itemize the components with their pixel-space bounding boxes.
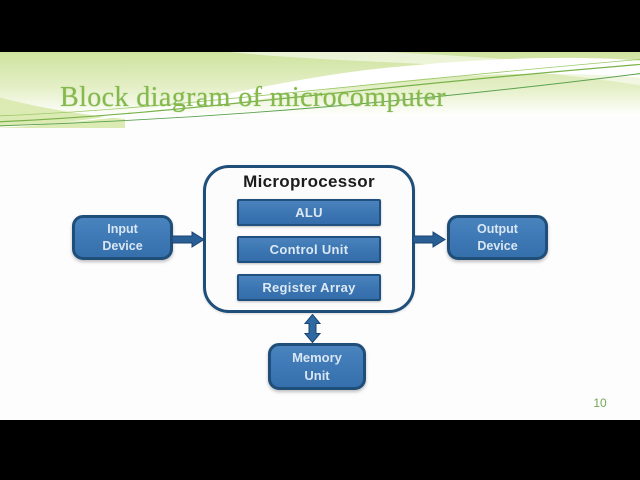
input-device-label-line1: Input	[107, 221, 138, 236]
output-device-label-line1: Output	[477, 221, 518, 236]
control-unit-box: Control Unit	[237, 236, 381, 263]
input-device-label-line2: Device	[102, 238, 143, 253]
memory-unit-label-line2: Unit	[304, 367, 330, 383]
page-number: 10	[593, 396, 607, 410]
letterbox-top	[0, 0, 640, 52]
header-swoosh-decoration	[0, 52, 640, 128]
letterbox-bottom	[0, 420, 640, 480]
output-arrow-right-icon	[413, 231, 446, 248]
slide: Block diagram of microcomputer Microproc…	[0, 52, 640, 420]
output-device-label-line2: Device	[477, 238, 518, 253]
output-device-box: Output Device	[447, 215, 548, 260]
alu-box: ALU	[237, 199, 381, 226]
input-device-box: Input Device	[72, 215, 173, 260]
control-unit-label: Control Unit	[269, 242, 349, 257]
slide-title: Block diagram of microcomputer	[60, 82, 446, 113]
register-array-label: Register Array	[262, 280, 356, 295]
memory-unit-label-line1: Memory	[292, 349, 342, 365]
memory-unit-box: Memory Unit	[268, 343, 366, 390]
alu-label: ALU	[295, 205, 323, 220]
microprocessor-container: Microprocessor ALU Control Unit Register…	[203, 165, 415, 313]
register-array-box: Register Array	[237, 274, 381, 301]
microprocessor-label: Microprocessor	[243, 172, 375, 191]
input-arrow-right-icon	[172, 231, 205, 248]
memory-double-arrow-icon	[304, 314, 321, 343]
